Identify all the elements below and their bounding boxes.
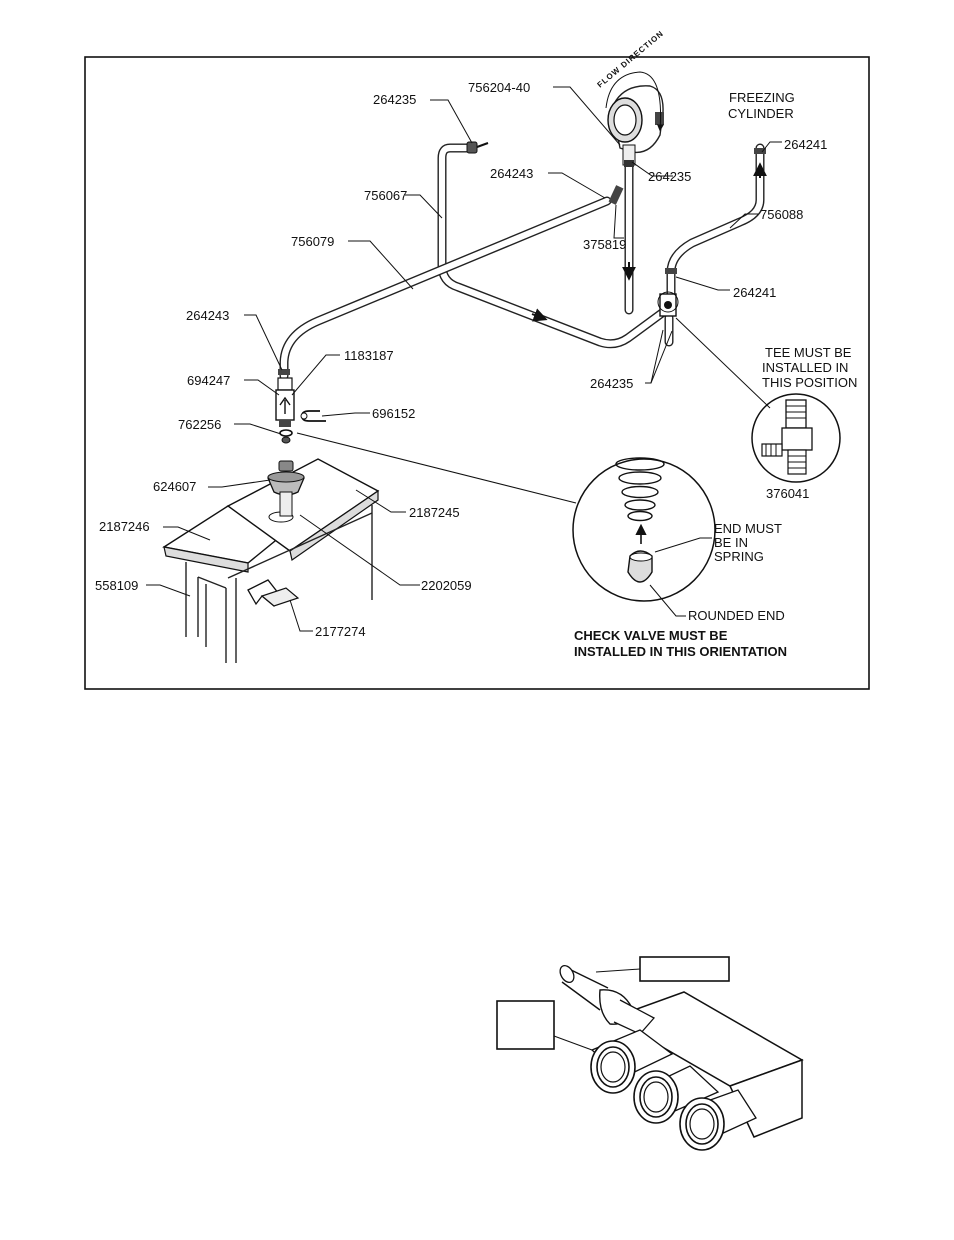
check-note-line-2: INSTALLED IN THIS ORIENTATION — [574, 644, 787, 659]
tube-756079 — [279, 196, 612, 381]
fitting-624607 — [267, 460, 305, 517]
clamp-264241-mid — [665, 268, 677, 274]
label-375819: 375819 — [583, 237, 626, 252]
spring-note-line-1: END MUST — [714, 521, 782, 536]
flow-direction-text: FLOW DIRECTION — [596, 29, 666, 90]
flow-arrow-right-icon — [531, 308, 548, 322]
leader-lines — [146, 86, 782, 632]
label-624607: 624607 — [153, 479, 196, 494]
label-696152: 696152 — [372, 406, 415, 421]
bracket-2177274 — [247, 579, 300, 607]
fitting-375819 — [608, 185, 624, 205]
tee-note-line-2: INSTALLED IN — [762, 360, 848, 375]
rounded-end-label: ROUNDED END — [688, 608, 785, 623]
label-376041: 376041 — [766, 486, 809, 501]
clamp-264235-top-ear — [476, 142, 489, 148]
cabinet-558109 — [185, 505, 373, 663]
label-264235-bottom: 264235 — [590, 376, 633, 391]
label-1183187: 1183187 — [344, 348, 394, 363]
label-694247: 694247 — [187, 373, 230, 388]
label-2187245: 2187245 — [409, 505, 460, 520]
tee-note-line-3: THIS POSITION — [762, 375, 857, 390]
dispenser-head-756204-40 — [607, 85, 664, 167]
o-ring-762256 — [279, 429, 293, 444]
pin-696152 — [300, 410, 326, 422]
label-264235-valve: 264235 — [648, 169, 691, 184]
manifold-port-2 — [633, 1065, 720, 1124]
manifold-port-3 — [679, 1089, 757, 1151]
tee-detail-callout — [751, 393, 841, 483]
label-558109: 558109 — [95, 578, 138, 593]
mix-tank-cover-2187245 — [226, 458, 380, 562]
manifold-port-1 — [590, 1029, 674, 1094]
manifold-callout-box-top — [639, 956, 730, 982]
label-756079: 756079 — [291, 234, 334, 249]
tee-note-line-1: TEE MUST BE — [765, 345, 852, 360]
label-freezing: FREEZING — [729, 90, 795, 105]
clamp-264243-left — [278, 369, 290, 375]
check-valve-694247 — [275, 377, 295, 427]
label-2187246: 2187246 — [99, 519, 150, 534]
label-756088: 756088 — [760, 207, 803, 222]
tee-fitting-376041 — [657, 291, 679, 317]
clamp-264241-top — [754, 148, 766, 154]
label-2202059: 2202059 — [421, 578, 472, 593]
manifold-callout-box-left — [496, 1000, 555, 1050]
clamp-264235-top — [466, 141, 478, 154]
spring-note-line-3: SPRING — [714, 549, 764, 564]
label-756067: 756067 — [364, 188, 407, 203]
label-2177274: 2177274 — [315, 624, 366, 639]
flow-direction-arc — [605, 71, 664, 132]
label-264235-top: 264235 — [373, 92, 416, 107]
label-264243-left: 264243 — [186, 308, 229, 323]
diagram-frame — [84, 56, 870, 690]
label-264241-top: 264241 — [784, 137, 827, 152]
label-264241-mid: 264241 — [733, 285, 776, 300]
manifold-illustration — [496, 956, 804, 1151]
label-264243-top: 264243 — [490, 166, 533, 181]
label-756204-40: 756204-40 — [468, 80, 530, 95]
check-valve-detail-callout — [572, 457, 716, 602]
spring-note-line-2: BE IN — [714, 535, 748, 550]
tube-756088 — [666, 143, 765, 298]
label-762256: 762256 — [178, 417, 221, 432]
check-note-line-1: CHECK VALVE MUST BE — [574, 628, 728, 643]
tube-756067 — [437, 143, 667, 349]
label-cylinder: CYLINDER — [728, 106, 794, 121]
